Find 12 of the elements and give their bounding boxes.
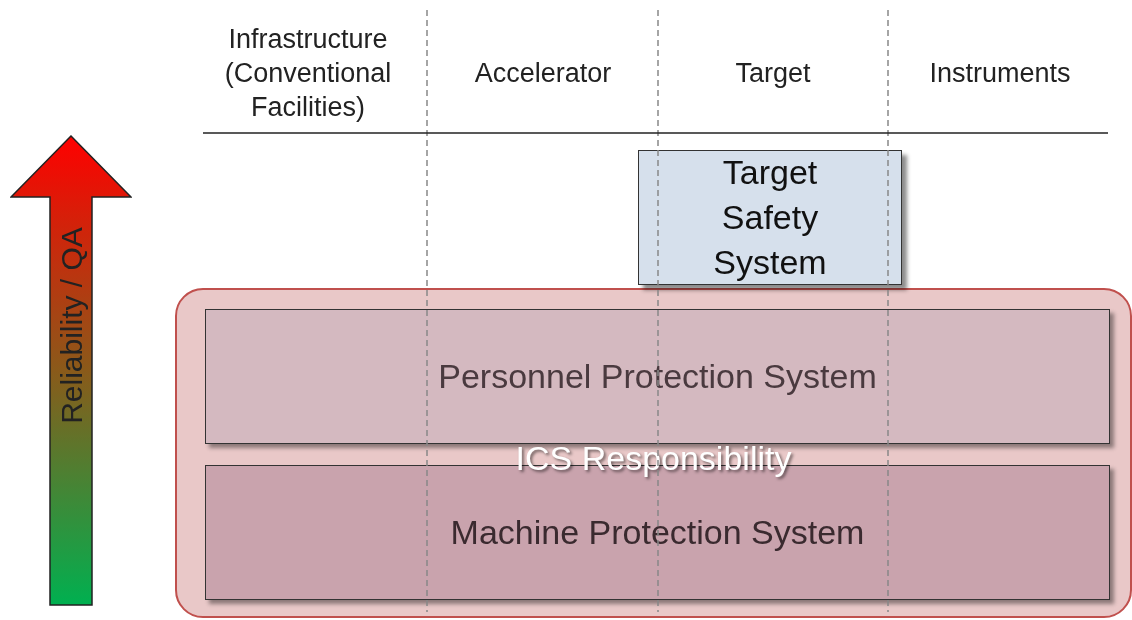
- process-box: [205, 309, 1110, 444]
- node-label: Machine Protection System: [450, 512, 865, 553]
- group-region: [175, 288, 1132, 618]
- node-label: Reliability / QA: [54, 226, 88, 424]
- column-header: Infrastructure (Conventional Facilities): [223, 22, 393, 124]
- gradient-arrow: [10, 135, 132, 607]
- column-header: Accelerator: [474, 56, 612, 90]
- column-header: Instruments: [929, 56, 1071, 90]
- node-label: Target Safety System: [712, 152, 828, 283]
- node-label: Personnel Protection System: [438, 356, 877, 397]
- column-header: Target: [735, 56, 811, 90]
- process-box: [638, 150, 902, 285]
